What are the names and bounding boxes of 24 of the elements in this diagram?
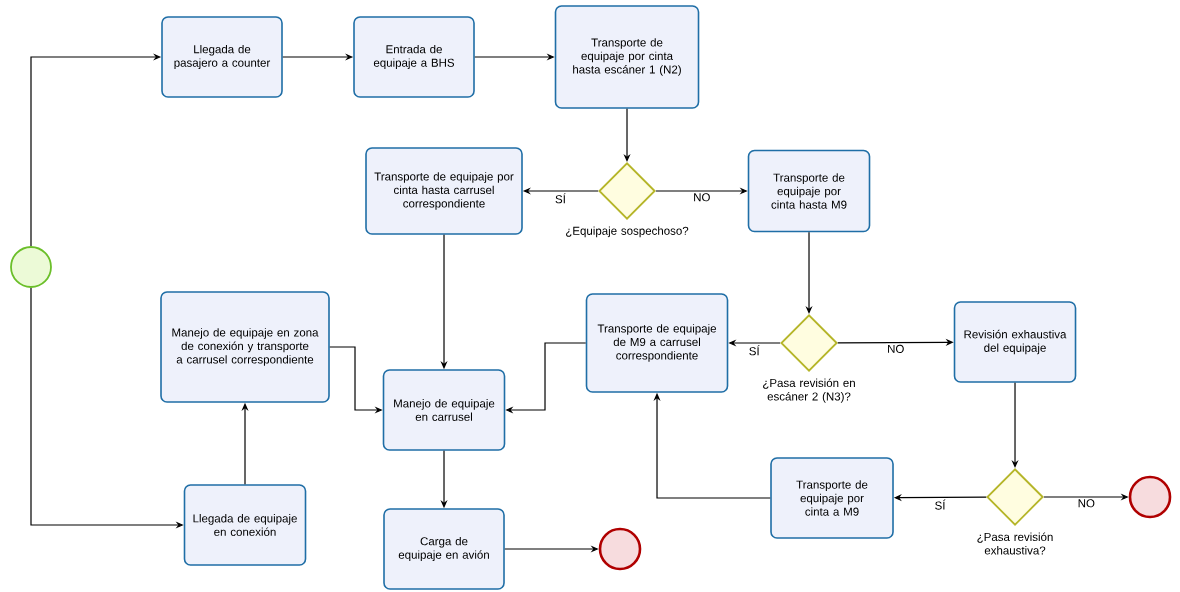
node-label: ¿Pasa revisión exhaustiva? (977, 532, 1053, 555)
process-box: Carga de equipaje en avión (383, 508, 505, 590)
end-event-circle (1128, 475, 1172, 519)
edge-label: SÍ (933, 498, 947, 511)
edge-label: SÍ (554, 192, 567, 205)
process-box: Transporte de equipaje por cinta hasta carrusel correspondiente (365, 147, 523, 235)
edge-label: NO (886, 343, 906, 354)
process-box: Transporte de equipaje por cinta hasta escáner 1 (N2) (554, 5, 700, 109)
process-box: Llegada de equipaje en conexión (183, 484, 307, 566)
edge-label: SÍ (747, 344, 761, 357)
end-event-circle (598, 527, 642, 571)
edge-label: NO (692, 192, 712, 203)
process-box: Transporte de equipaje de M9 a carrusel correspondiente (585, 293, 729, 393)
node-label: ¿Pasa revisión en escáner 2 (N3)? (763, 378, 855, 403)
process-box: Revisión exhaustiva del equipaje (953, 301, 1077, 383)
start-event-circle (10, 246, 52, 288)
process-box: Transporte de equipaje por cinta hasta M9 (747, 149, 871, 233)
process-box: Manejo de equipaje en carrusel (382, 369, 506, 451)
process-box: Entrada de equipaje a BHS (353, 16, 475, 98)
process-box: Transporte de equipaje por cinta a M9 (770, 457, 894, 539)
edge-label: NO (1076, 498, 1096, 509)
node-label: ¿Equipaje sospechoso? (566, 226, 689, 238)
process-box: Manejo de equipaje en zona de conexión y transporte a carrusel correspondiente (160, 291, 330, 403)
process-box: Llegada de pasajero a counter (161, 16, 283, 98)
